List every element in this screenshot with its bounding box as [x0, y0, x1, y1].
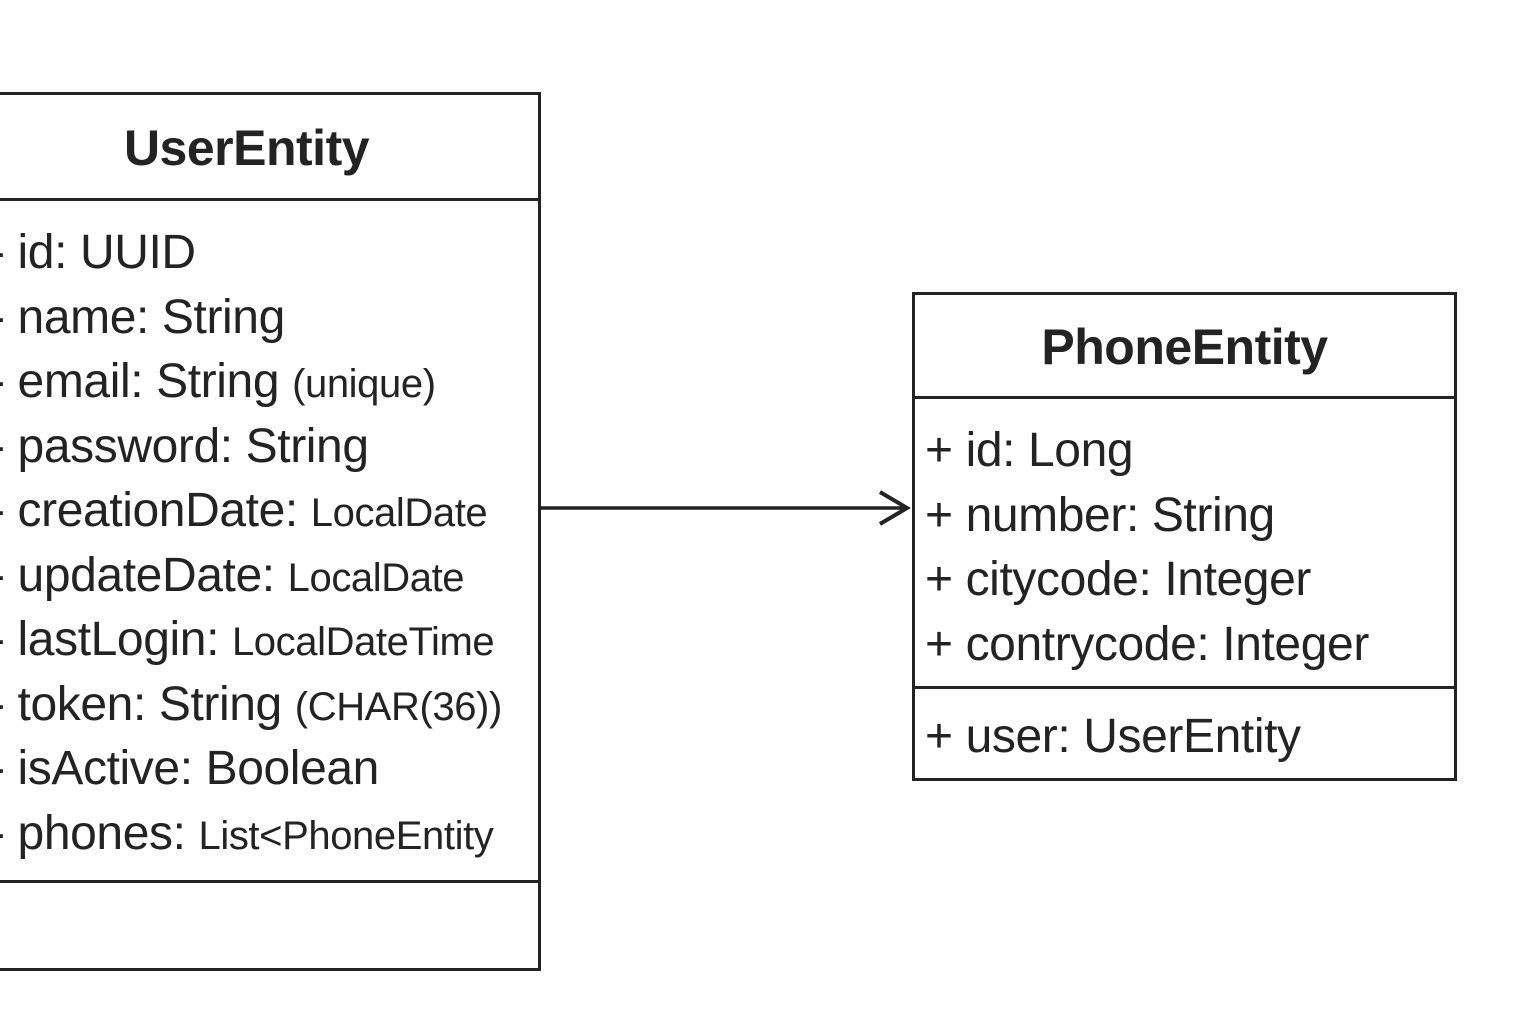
- attribute-name: user: [965, 710, 1058, 763]
- visibility-marker: +: [925, 710, 953, 763]
- attribute-row: + citycode: Integer: [925, 553, 1311, 606]
- attribute-constraint: (unique): [292, 362, 436, 406]
- attribute-type: Integer: [1222, 617, 1369, 671]
- phone-entity-class[interactable]: PhoneEntity + id: Long+ number: String+ …: [912, 292, 1457, 781]
- attribute-row: - lastLogin: LocalDateTime: [0, 608, 538, 673]
- attribute-type: String: [158, 677, 282, 731]
- attribute-type: LocalDateTime: [231, 620, 495, 664]
- visibility-marker: +: [925, 617, 953, 671]
- attribute-name: updateDate: [17, 548, 263, 602]
- visibility-marker: -: [0, 420, 5, 473]
- visibility-marker: -: [0, 355, 5, 408]
- visibility-marker: -: [0, 613, 5, 666]
- attribute-row: - isActive: Boolean: [0, 737, 538, 802]
- attribute-type: String: [156, 355, 280, 408]
- visibility-marker: -: [0, 484, 5, 537]
- attribute-name: isActive: [17, 742, 181, 795]
- attribute-row: + number: String: [925, 488, 1275, 542]
- attribute-name: creationDate: [17, 484, 286, 537]
- attribute-type: LocalDate: [310, 491, 488, 535]
- attribute-row: + user: UserEntity: [925, 710, 1301, 763]
- attribute-row: - name: String: [0, 286, 538, 351]
- phone-entity-title: PhoneEntity: [915, 295, 1454, 399]
- attribute-type: Boolean: [205, 742, 380, 795]
- user-entity-title: UserEntity: [0, 95, 538, 201]
- phone-entity-attributes: + id: Long + number: String + citycode: In…: [915, 399, 1454, 689]
- attribute-type: Integer: [1164, 553, 1311, 606]
- attribute-row: - token: String (CHAR(36)): [0, 673, 538, 738]
- visibility-marker: -: [0, 226, 5, 279]
- attribute-name: id: [965, 424, 1003, 477]
- user-entity-attributes: - id: UUID- name: String- email: String …: [0, 201, 538, 883]
- visibility-marker: +: [925, 553, 953, 606]
- attribute-row: + contrycode: Integer: [925, 617, 1369, 671]
- attribute-name: password: [17, 419, 221, 473]
- attribute-name: number: [965, 488, 1127, 542]
- attribute-type: LocalDate: [287, 555, 465, 600]
- attribute-type: Long: [1028, 424, 1134, 477]
- attribute-row: - updateDate: LocalDate: [0, 544, 538, 609]
- attribute-row: - password: String: [0, 415, 538, 480]
- attribute-name: lastLogin: [17, 613, 207, 666]
- attribute-row: - id: UUID: [0, 221, 538, 286]
- attribute-name: email: [17, 355, 131, 408]
- phone-entity-relations: + user: UserEntity: [915, 689, 1454, 770]
- visibility-marker: -: [0, 807, 5, 860]
- attribute-row: - email: String (unique): [0, 350, 538, 415]
- attribute-constraint: (CHAR(36)): [294, 684, 503, 729]
- attribute-name: name: [17, 290, 137, 344]
- attribute-name: phones: [17, 806, 173, 860]
- visibility-marker: +: [925, 424, 953, 477]
- attribute-name: citycode: [965, 553, 1139, 606]
- attribute-type: List<PhoneEntity: [198, 813, 494, 858]
- attribute-name: token: [17, 677, 134, 731]
- visibility-marker: -: [0, 549, 5, 602]
- attribute-row: - creationDate: LocalDate: [0, 479, 538, 544]
- attribute-type: String: [1151, 488, 1275, 542]
- attribute-type: UUID: [79, 226, 196, 279]
- attribute-name: contrycode: [965, 617, 1197, 671]
- user-entity-class[interactable]: UserEntity - id: UUID- name: String- ema…: [0, 92, 541, 971]
- attribute-row: + id: Long: [925, 424, 1134, 477]
- arrowhead-icon: [878, 490, 911, 526]
- visibility-marker: +: [925, 488, 953, 542]
- attribute-type: String: [161, 290, 285, 344]
- visibility-marker: -: [0, 291, 5, 344]
- visibility-marker: -: [0, 678, 5, 731]
- attribute-name: id: [17, 226, 55, 279]
- attribute-type: UserEntity: [1083, 710, 1301, 763]
- visibility-marker: -: [0, 742, 5, 795]
- attribute-row: - phones: List<PhoneEntity: [0, 802, 538, 867]
- attribute-type: String: [245, 419, 369, 473]
